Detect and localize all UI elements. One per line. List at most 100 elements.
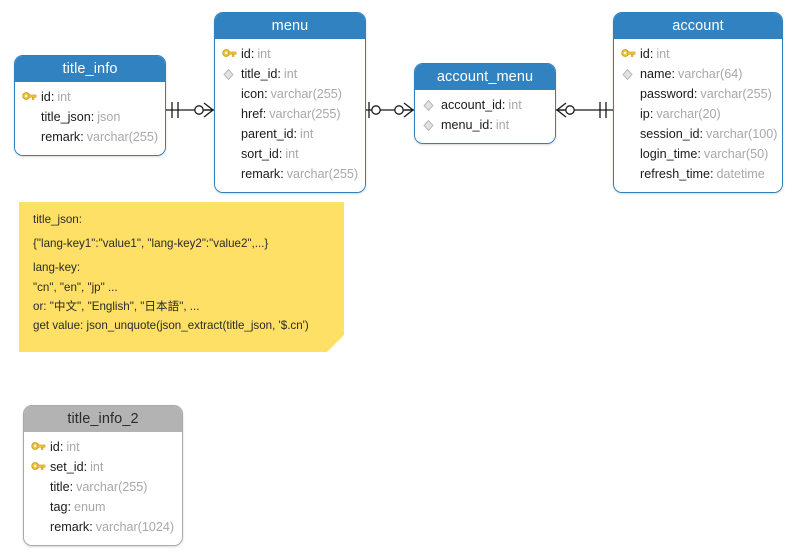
field-colon: : [699, 127, 704, 141]
field-name: password [640, 87, 694, 101]
field-row[interactable]: tag: enum [24, 497, 182, 517]
relationship-menu-account_menu [366, 102, 414, 118]
field-colon: : [277, 67, 281, 81]
field-type: varchar(255) [76, 480, 148, 494]
field-name: remark [50, 520, 90, 534]
no-icon [31, 517, 50, 537]
entity-title-account: account [614, 13, 782, 39]
diamond-icon [422, 115, 441, 135]
entity-table-account[interactable]: account id: int name: varchar(64) passwo… [613, 12, 783, 193]
field-row[interactable]: password: varchar(255) [614, 84, 782, 104]
field-type: int [257, 47, 271, 61]
field-row[interactable]: title_id: int [215, 64, 365, 84]
field-colon: : [67, 500, 72, 514]
field-name: title_id [241, 67, 278, 81]
field-colon: : [671, 67, 676, 81]
entity-fields-account_menu: account_id: int menu_id: int [415, 90, 555, 143]
field-colon: : [50, 90, 55, 104]
field-row[interactable]: name: varchar(64) [614, 64, 782, 84]
field-colon: : [697, 147, 701, 161]
field-name: ip [640, 107, 650, 121]
field-name: id [241, 47, 251, 61]
field-colon: : [278, 147, 283, 161]
field-type: int [300, 127, 314, 141]
field-row[interactable]: icon: varchar(255) [215, 84, 365, 104]
field-row[interactable]: id: int [215, 44, 365, 64]
no-icon [621, 144, 640, 164]
field-row[interactable]: sort_id: int [215, 144, 365, 164]
entity-title-account_menu: account_menu [415, 64, 555, 90]
field-row[interactable]: session_id: varchar(100) [614, 124, 782, 144]
field-colon: : [489, 118, 493, 132]
note-line: "cn", "en", "jp" ... [33, 280, 118, 294]
field-row[interactable]: id: int [24, 437, 182, 457]
field-row[interactable]: remark: varchar(255) [215, 164, 365, 184]
note-line: title_json: [33, 213, 82, 226]
field-colon: : [59, 440, 64, 454]
field-name: title_json [41, 110, 91, 124]
field-name: set_id [50, 460, 84, 474]
field-type: int [495, 118, 510, 132]
field-row[interactable]: ip: varchar(20) [614, 104, 782, 124]
field-name: login_time [640, 147, 698, 161]
key-icon [621, 44, 640, 64]
field-name: remark [241, 167, 281, 181]
no-icon [621, 164, 640, 184]
field-type: int [283, 67, 298, 81]
field-row[interactable]: remark: varchar(1024) [24, 517, 182, 537]
field-row[interactable]: title: varchar(255) [24, 477, 182, 497]
field-type: varchar(50) [703, 147, 769, 161]
relationship-title_info-menu [166, 102, 214, 118]
entity-fields-account: id: int name: varchar(64) password: varc… [614, 39, 782, 192]
entity-table-account_menu[interactable]: account_menu account_id: int menu_id: in… [414, 63, 556, 144]
entity-table-menu[interactable]: menu id: int title_id: int icon: varchar… [214, 12, 366, 193]
field-type: int [57, 90, 71, 104]
field-row[interactable]: set_id: int [24, 457, 182, 477]
field-type: varchar(255) [700, 87, 772, 101]
no-icon [31, 477, 50, 497]
field-row[interactable]: id: int [614, 44, 782, 64]
field-name: parent_id [241, 127, 294, 141]
field-name: refresh_time [640, 167, 710, 181]
relationship-account_menu-account [556, 102, 613, 118]
field-row[interactable]: menu_id: int [415, 115, 555, 135]
field-name: href [241, 107, 263, 121]
field-type: int [90, 460, 104, 474]
field-colon: : [649, 107, 654, 121]
field-colon: : [280, 167, 284, 181]
field-name: id [41, 90, 51, 104]
field-type: varchar(1024) [95, 520, 175, 534]
field-colon: : [89, 520, 93, 534]
field-row[interactable]: remark: varchar(255) [15, 127, 165, 147]
field-colon: : [83, 460, 88, 474]
field-row[interactable]: refresh_time: datetime [614, 164, 782, 184]
field-row[interactable]: href: varchar(255) [215, 104, 365, 124]
field-type: int [508, 98, 522, 112]
no-icon [22, 127, 41, 147]
field-name: menu_id [441, 118, 490, 132]
diamond-icon [222, 64, 241, 84]
sticky-note-title_json[interactable]: title_json: {"lang-key1":"value1", "lang… [19, 202, 344, 352]
field-name: name [640, 67, 672, 81]
no-icon [222, 124, 241, 144]
entity-table-title_info[interactable]: title_info id: int title_json: json rema… [14, 55, 166, 156]
field-name: icon [241, 87, 265, 101]
field-colon: : [250, 47, 255, 61]
diamond-icon [422, 95, 441, 115]
field-colon: : [501, 98, 506, 112]
field-row[interactable]: parent_id: int [215, 124, 365, 144]
field-colon: : [293, 127, 298, 141]
entity-table-title_info_2[interactable]: title_info_2 id: int set_id: int title: … [23, 405, 183, 546]
note-fold-corner [327, 335, 344, 352]
field-type: json [97, 110, 121, 124]
field-row[interactable]: id: int [15, 87, 165, 107]
field-row[interactable]: title_json: json [15, 107, 165, 127]
key-icon [22, 87, 41, 107]
field-row[interactable]: login_time: varchar(50) [614, 144, 782, 164]
field-name: session_id [640, 127, 700, 141]
no-icon [222, 104, 241, 124]
field-type: varchar(64) [678, 67, 743, 81]
note-line: {"lang-key1":"value1", "lang-key2":"valu… [33, 237, 269, 251]
field-row[interactable]: account_id: int [415, 95, 555, 115]
field-name: tag [50, 500, 68, 514]
